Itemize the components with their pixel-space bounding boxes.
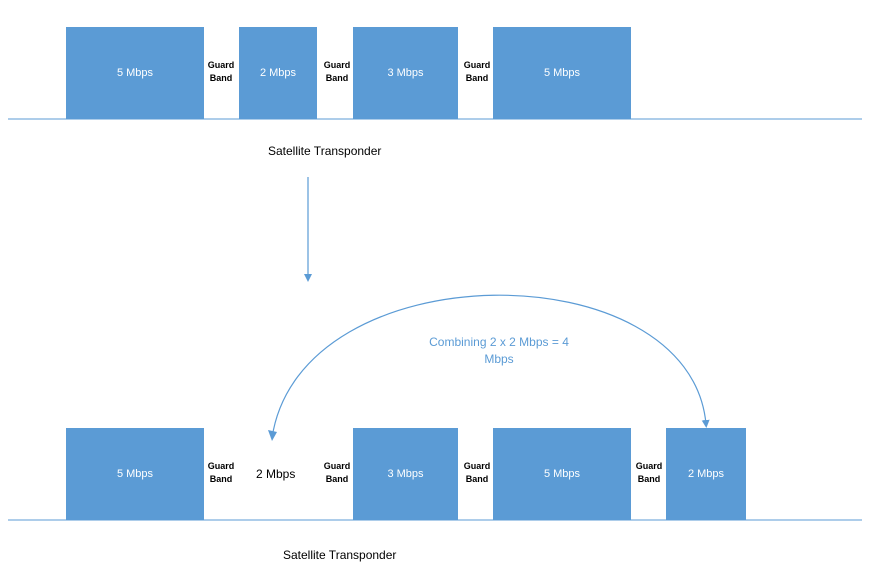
guard-band-label-line2: Band <box>465 474 489 484</box>
top-guard-band-1: Guard Band <box>203 59 239 85</box>
guard-band-label-line2: Band <box>325 73 349 83</box>
bottom-guard-band-3: Guard Band <box>459 460 495 486</box>
bottom-guard-band-4: Guard Band <box>631 460 667 486</box>
combine-annotation-line1: Combining 2 x 2 Mbps = 4 <box>429 335 569 349</box>
bottom-channel-block-2: 3 Mbps <box>353 428 458 520</box>
guard-band-label-line1: Guard <box>463 461 491 471</box>
bottom-guard-band-1: Guard Band <box>203 460 239 486</box>
guard-band-label-line1: Guard <box>635 461 663 471</box>
top-channel-block-3: 3 Mbps <box>353 27 458 119</box>
top-transponder-caption: Satellite Transponder <box>268 144 382 158</box>
top-channel-block-1: 5 Mbps <box>66 27 204 119</box>
top-guard-band-2: Guard Band <box>319 59 355 85</box>
guard-band-label-line1: Guard <box>323 461 351 471</box>
combine-annotation: Combining 2 x 2 Mbps = 4 Mbps <box>414 334 584 368</box>
combine-arc-arrow <box>271 294 710 439</box>
combine-annotation-line2: Mbps <box>484 352 514 366</box>
guard-band-label-line1: Guard <box>207 60 235 70</box>
guard-band-label-line2: Band <box>637 474 661 484</box>
bottom-guard-band-2: Guard Band <box>319 460 355 486</box>
guard-band-label-line2: Band <box>209 73 233 83</box>
top-channel-block-2: 2 Mbps <box>239 27 317 119</box>
bottom-channel-block-4: 2 Mbps <box>666 428 746 520</box>
guard-band-label-line2: Band <box>465 73 489 83</box>
guard-band-label-line2: Band <box>325 474 349 484</box>
top-guard-band-3: Guard Band <box>459 59 495 85</box>
guard-band-label-line1: Guard <box>323 60 351 70</box>
guard-band-label-line1: Guard <box>207 461 235 471</box>
bottom-channel-block-3: 5 Mbps <box>493 428 631 520</box>
guard-band-label-line2: Band <box>209 474 233 484</box>
combine-arc-arrowhead-start <box>268 430 277 441</box>
freed-slot-label: 2 Mbps <box>256 467 296 481</box>
bottom-channel-block-1: 5 Mbps <box>66 428 204 520</box>
guard-band-label-line1: Guard <box>463 60 491 70</box>
bottom-transponder-caption: Satellite Transponder <box>283 548 397 562</box>
top-channel-block-4: 5 Mbps <box>493 27 631 119</box>
